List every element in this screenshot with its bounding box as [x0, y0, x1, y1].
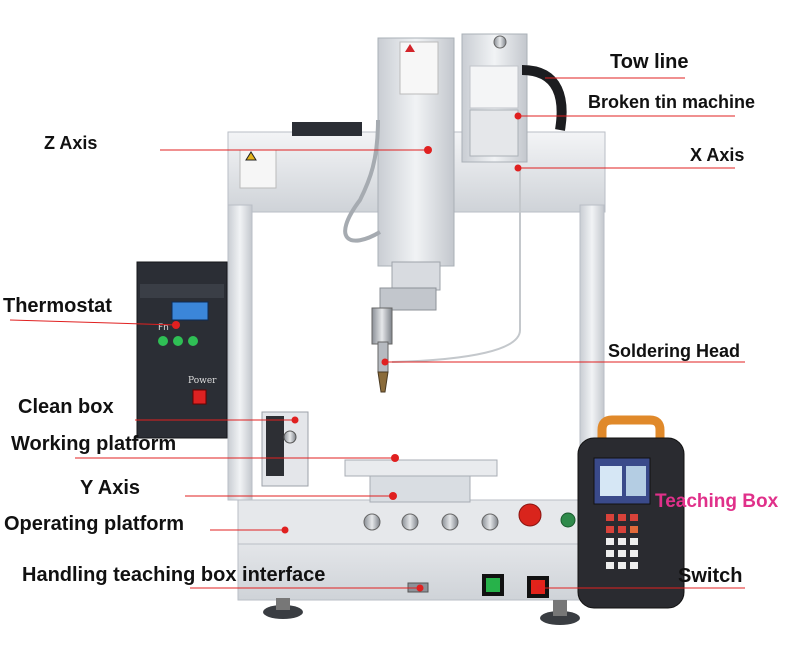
label-operating-platform: Operating platform — [4, 513, 185, 535]
label-soldering-head: Soldering Head — [608, 341, 741, 361]
label-working-platform: Working platform — [11, 433, 177, 455]
label-tow-line: Tow line — [610, 51, 689, 73]
label-y-axis: Y Axis — [80, 477, 141, 499]
z-axis-column — [377, 37, 455, 311]
teaching-box-keypad[interactable] — [606, 514, 638, 569]
label-z-axis: Z Axis — [44, 133, 98, 153]
power-label: Power — [188, 376, 217, 386]
cable-2 — [391, 170, 521, 363]
adjust-knobs — [363, 513, 499, 531]
label-teaching-box: Teaching Box — [655, 491, 779, 512]
machine-base — [237, 499, 599, 625]
label-x-axis: X Axis — [690, 145, 745, 165]
cable — [343, 119, 382, 243]
control-panel: Fn Power — [136, 261, 228, 439]
tow-line-chain — [521, 65, 567, 131]
y-axis-table — [344, 459, 498, 503]
leader-lines — [9, 77, 745, 589]
broken-tin-machine — [461, 33, 528, 163]
label-handling-teaching-box-interface: Handling teaching box interface — [22, 564, 326, 586]
leader-thermostat — [9, 319, 177, 326]
label-switch: Switch — [678, 565, 743, 587]
emergency-stop-button[interactable] — [518, 503, 542, 527]
panel-button-2[interactable] — [173, 336, 183, 346]
soldering-head — [371, 307, 393, 393]
label-thermostat: Thermostat — [3, 295, 112, 317]
panel-button-3[interactable] — [188, 336, 198, 346]
label-clean-box: Clean box — [18, 396, 114, 418]
clean-box — [261, 411, 309, 487]
label-broken-tin-machine: Broken tin machine — [588, 92, 756, 112]
fn-label: Fn — [158, 323, 169, 333]
marker-dots — [172, 112, 544, 592]
thermostat-display — [171, 301, 209, 321]
power-switch[interactable] — [192, 389, 207, 405]
panel-button-1[interactable] — [158, 336, 168, 346]
teaching-box — [577, 415, 685, 609]
